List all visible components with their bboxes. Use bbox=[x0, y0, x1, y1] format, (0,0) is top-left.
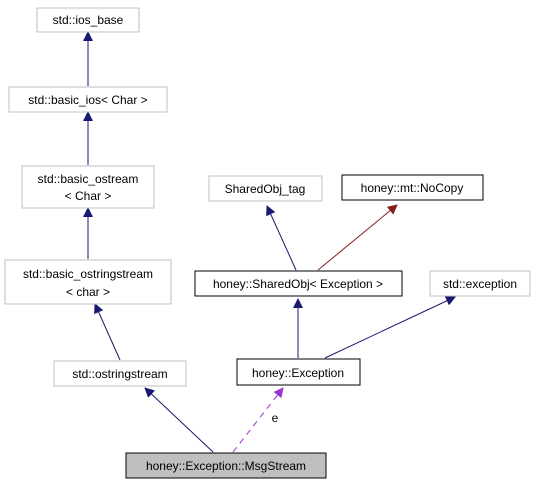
node-basic-ostream-label-1: std::basic_ostream bbox=[38, 172, 139, 186]
node-sharedobj-tag-label: SharedObj_tag bbox=[225, 182, 306, 196]
node-std-exception-label: std::exception bbox=[443, 277, 517, 291]
node-basic-ostringstream-label-2: < char > bbox=[66, 285, 110, 299]
node-ios-base-label: std::ios_base bbox=[53, 13, 124, 27]
node-ostringstream[interactable]: std::ostringstream bbox=[53, 360, 187, 387]
node-exception-label: honey::Exception bbox=[252, 366, 344, 380]
edge-msgstream-to-ostringstream bbox=[144, 387, 214, 453]
node-basic-ostringstream-label-1: std::basic_ostringstream bbox=[23, 267, 153, 281]
node-basic-ostream[interactable]: std::basic_ostream < Char > bbox=[21, 165, 155, 209]
edge-exception-to-std-exception bbox=[324, 296, 456, 359]
edge-sharedobj-to-sharedobj-tag bbox=[266, 205, 297, 271]
node-msgstream-label: honey::Exception::MsgStream bbox=[146, 459, 306, 473]
node-std-exception[interactable]: std::exception bbox=[429, 270, 531, 297]
node-basic-ios-label: std::basic_ios< Char > bbox=[28, 93, 147, 107]
edges: e bbox=[83, 31, 456, 453]
node-sharedobj-tag[interactable]: SharedObj_tag bbox=[208, 175, 323, 202]
edge-ostringstream-to-basic-ostringstream bbox=[94, 303, 121, 361]
edge-sharedobj-to-nocopy bbox=[317, 204, 398, 271]
node-msgstream[interactable]: honey::Exception::MsgStream bbox=[125, 452, 327, 479]
node-sharedobj[interactable]: honey::SharedObj< Exception > bbox=[194, 270, 403, 297]
node-nocopy-label: honey::mt::NoCopy bbox=[361, 181, 464, 195]
node-basic-ostringstream[interactable]: std::basic_ostringstream < char > bbox=[4, 259, 172, 305]
node-basic-ostream-label-2: < Char > bbox=[65, 189, 112, 203]
node-ios-base[interactable]: std::ios_base bbox=[36, 7, 140, 33]
node-ostringstream-label: std::ostringstream bbox=[72, 367, 167, 381]
node-basic-ios[interactable]: std::basic_ios< Char > bbox=[8, 86, 168, 113]
node-sharedobj-label: honey::SharedObj< Exception > bbox=[213, 277, 383, 291]
node-exception[interactable]: honey::Exception bbox=[236, 358, 361, 386]
edge-msgstream-to-exception-member bbox=[232, 387, 284, 453]
node-nocopy[interactable]: honey::mt::NoCopy bbox=[341, 174, 484, 201]
edge-label-e: e bbox=[272, 411, 279, 425]
